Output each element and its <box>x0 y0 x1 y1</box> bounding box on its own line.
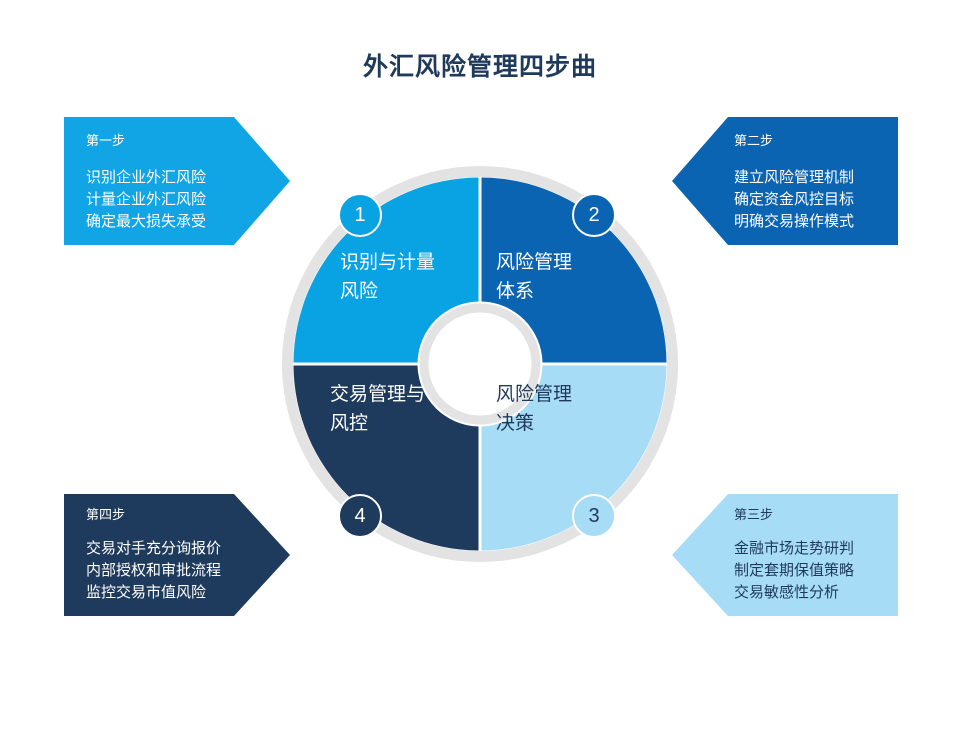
callout-step-3[interactable]: 第三步 金融市场走势研判 制定套期保值策略 交易敏感性分析 <box>672 494 898 616</box>
step-badge-2[interactable]: 2 <box>572 193 616 237</box>
callout-step-1[interactable]: 第一步 识别企业外汇风险 计量企业外汇风险 确定最大损失承受 <box>64 117 290 245</box>
callout-step-1-shape <box>64 117 290 245</box>
donut-segment-1[interactable] <box>293 177 479 363</box>
callout-step-3-heading: 第三步 <box>734 507 774 522</box>
page-title: 外汇风险管理四步曲 <box>362 53 597 81</box>
step-badge-3[interactable]: 3 <box>572 494 616 538</box>
callout-step-2-lines: 建立风险管理机制 确定资金风控目标 明确交易操作模式 <box>734 169 855 231</box>
callout-step-3-shape <box>672 494 898 616</box>
donut-hub-center <box>432 316 528 412</box>
donut-hub-ring <box>419 303 541 425</box>
donut-segment-3[interactable] <box>481 365 667 551</box>
donut-segment-4[interactable] <box>293 365 479 551</box>
callout-step-2-shape <box>672 117 898 245</box>
step-badge-4[interactable]: 4 <box>338 494 382 538</box>
callout-step-4[interactable]: 第四步 交易对手充分询报价 内部授权和审批流程 监控交易市值风险 <box>64 494 290 616</box>
callout-step-1-heading: 第一步 <box>86 133 126 148</box>
callout-step-2[interactable]: 第二步 建立风险管理机制 确定资金风控目标 明确交易操作模式 <box>672 117 898 245</box>
callout-step-4-heading: 第四步 <box>86 507 126 522</box>
step-badge-1[interactable]: 1 <box>338 193 382 237</box>
callout-step-4-shape <box>64 494 290 616</box>
donut-svg <box>282 166 678 562</box>
callout-step-3-lines: 金融市场走势研判 制定套期保值策略 交易敏感性分析 <box>734 540 855 602</box>
callout-step-2-heading: 第二步 <box>734 133 774 148</box>
callout-step-4-lines: 交易对手充分询报价 内部授权和审批流程 监控交易市值风险 <box>86 540 222 602</box>
callout-step-1-lines: 识别企业外汇风险 计量企业外汇风险 确定最大损失承受 <box>86 169 207 231</box>
donut-segment-2[interactable] <box>481 177 667 363</box>
